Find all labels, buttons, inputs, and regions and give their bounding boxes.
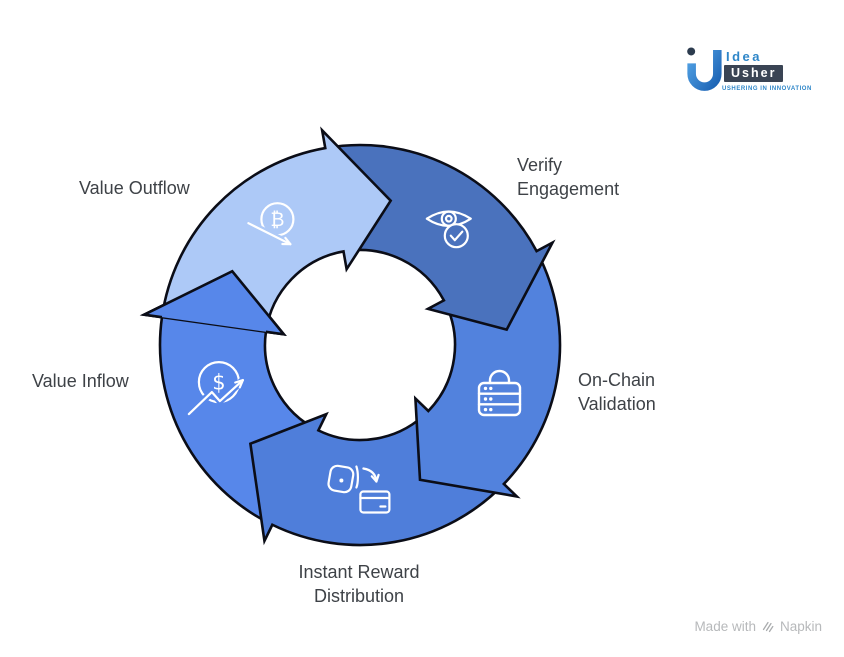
napkin-logo-icon [762, 621, 774, 632]
lock-server-icon [477, 369, 522, 417]
idea-usher-u-icon [687, 47, 722, 91]
wallet-transfer-icon [327, 464, 391, 514]
dollar-glyph: $ [212, 371, 225, 395]
dollar-growth-icon: $ [186, 361, 246, 417]
bitcoin-decline-icon: ₿ [246, 202, 295, 248]
made-with-napkin-credit: Made with Napkin [694, 619, 822, 634]
segment-label-value-outflow: Value Outflow [79, 178, 190, 198]
segment-label-instant-reward-distribution: Instant Reward Distribution [298, 562, 420, 606]
cycle-icons: ₿ [186, 202, 522, 514]
segment-label-on-chain-validation: On-Chain Validation [578, 370, 656, 414]
logo-tagline: USHERING IN INNOVATION [722, 86, 812, 92]
cycle-arrow-head-value-inflow [139, 269, 287, 337]
segment-label-verify-engagement: Verify Engagement [517, 155, 620, 199]
logo-text-usher: Usher [724, 65, 784, 82]
logo-text-idea: Idea [726, 49, 763, 64]
idea-usher-logo: Idea Usher USHERING IN INNOVATION [685, 42, 811, 100]
bitcoin-glyph: ₿ [270, 209, 284, 231]
server-dots [483, 386, 493, 412]
made-with-text: Made with [694, 619, 756, 634]
napkin-text: Napkin [779, 619, 822, 634]
eye-check-icon [425, 210, 472, 249]
check-circle [443, 223, 469, 249]
segment-label-value-inflow: Value Inflow [32, 371, 129, 391]
